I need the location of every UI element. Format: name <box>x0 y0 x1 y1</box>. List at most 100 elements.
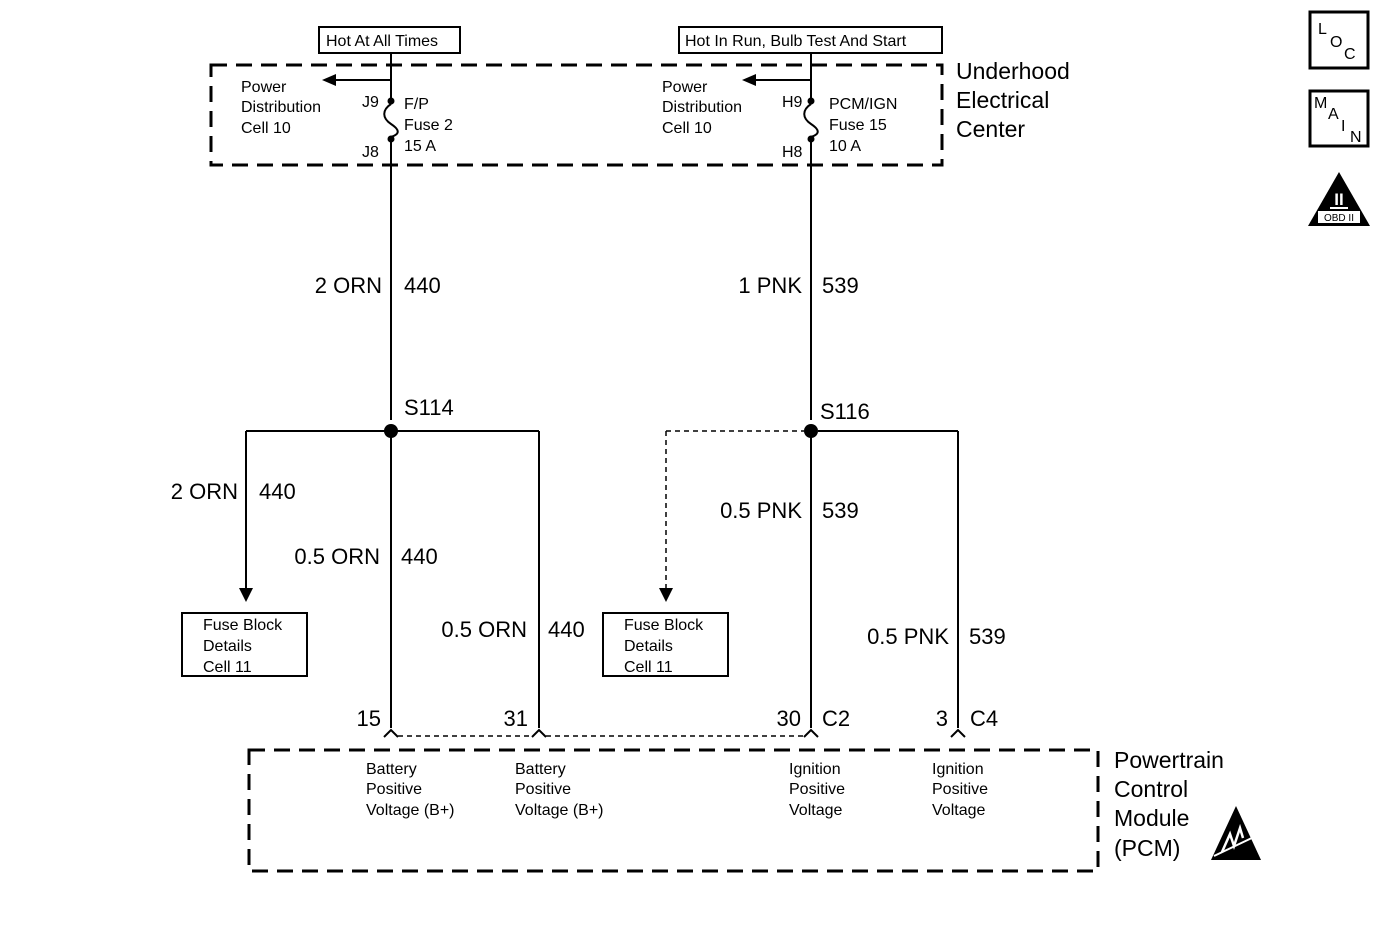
svg-text:Hot At All Times: Hot At All Times <box>326 33 438 50</box>
pcm-ign-fuse-symbol <box>803 103 819 138</box>
left-fuse-block-ref: Fuse Block Details Cell 11 <box>181 612 308 677</box>
hot-at-all-times-label: Hot At All Times <box>318 26 461 54</box>
svg-text:L: L <box>1318 21 1327 38</box>
pcm-pin-15-description: Battery Positive Voltage (B+) <box>366 761 455 819</box>
pcm-pin-31: 31 <box>504 706 528 731</box>
svg-text:Fuse Block: Fuse Block <box>624 617 704 634</box>
wire-right-center-label: 0.5 PNK <box>720 498 802 523</box>
svg-text:Powertrain: Powertrain <box>1114 747 1224 773</box>
svg-text:Positive: Positive <box>932 781 988 798</box>
svg-text:OBD II: OBD II <box>1324 213 1354 224</box>
svg-text:Hot In Run, Bulb Test And Star: Hot In Run, Bulb Test And Start <box>685 33 907 50</box>
svg-text:Control: Control <box>1114 776 1188 802</box>
pin-h8: H8 <box>782 144 803 161</box>
splice-s116-label: S116 <box>820 399 870 424</box>
svg-text:I: I <box>1341 118 1345 135</box>
pcm-box <box>247 748 1100 873</box>
obd-ii-icon: II OBD II <box>1308 172 1370 226</box>
wire-left-main-circuit: 440 <box>404 273 441 298</box>
svg-text:C: C <box>1344 46 1356 63</box>
esd-warning-icon <box>1211 806 1261 860</box>
svg-text:A: A <box>1328 106 1339 123</box>
svg-text:Distribution: Distribution <box>662 99 742 116</box>
wire-left-center-circuit: 440 <box>401 544 438 569</box>
svg-text:Power: Power <box>241 79 287 96</box>
pcm-ign-fuse-label: PCM/IGN Fuse 15 10 A <box>829 96 897 155</box>
svg-text:Voltage: Voltage <box>789 802 842 819</box>
svg-text:Details: Details <box>203 638 252 655</box>
fp-fuse-label: F/P Fuse 2 15 A <box>404 96 453 155</box>
pcm-connector-c2: C2 <box>822 706 850 731</box>
pcm-pin-3-description: Ignition Positive Voltage <box>932 761 988 819</box>
wire-left-branch-label: 2 ORN <box>171 479 238 504</box>
svg-text:15 A: 15 A <box>404 138 436 155</box>
pcm-connector-c4: C4 <box>970 706 998 731</box>
wire-left-right-circuit: 440 <box>548 617 585 642</box>
svg-text:F/P: F/P <box>404 96 429 113</box>
pcm-pin-15: 15 <box>357 706 381 731</box>
svg-text:Fuse 2: Fuse 2 <box>404 117 453 134</box>
svg-text:Voltage (B+): Voltage (B+) <box>366 802 455 819</box>
svg-text:Cell 11: Cell 11 <box>203 659 252 676</box>
right-fuse-block-arrow <box>659 588 673 602</box>
svg-text:Details: Details <box>624 638 673 655</box>
wire-left-branch-circuit: 440 <box>259 479 296 504</box>
wire-left-main-label: 2 ORN <box>315 273 382 298</box>
svg-text:(PCM): (PCM) <box>1114 835 1180 861</box>
svg-text:Cell 10: Cell 10 <box>241 120 291 137</box>
left-power-distribution-arrow <box>322 74 336 86</box>
svg-text:Electrical: Electrical <box>956 87 1049 113</box>
wire-right-right-circuit: 539 <box>969 624 1006 649</box>
svg-text:O: O <box>1330 34 1342 51</box>
svg-text:Ignition: Ignition <box>789 761 841 778</box>
pcm-title: Powertrain Control Module (PCM) <box>1114 747 1224 861</box>
pin-h9: H9 <box>782 94 803 111</box>
wire-left-right-label: 0.5 ORN <box>441 617 527 642</box>
svg-text:Distribution: Distribution <box>241 99 321 116</box>
svg-text:Battery: Battery <box>366 761 417 778</box>
wire-right-center-circuit: 539 <box>822 498 859 523</box>
fp-fuse-symbol <box>383 103 399 138</box>
svg-text:N: N <box>1350 129 1362 146</box>
svg-text:Module: Module <box>1114 805 1189 831</box>
svg-text:Fuse Block: Fuse Block <box>203 617 283 634</box>
underhood-title: Underhood Electrical Center <box>956 58 1070 142</box>
loc-badge[interactable]: L O C <box>1308 10 1370 70</box>
pin-j8: J8 <box>362 144 379 161</box>
svg-text:Voltage (B+): Voltage (B+) <box>515 802 604 819</box>
main-badge[interactable]: M A I N <box>1308 89 1370 148</box>
svg-text:Battery: Battery <box>515 761 566 778</box>
svg-text:Center: Center <box>956 116 1025 142</box>
svg-text:Power: Power <box>662 79 708 96</box>
svg-text:Positive: Positive <box>515 781 571 798</box>
svg-text:Cell 10: Cell 10 <box>662 120 712 137</box>
wire-right-main-circuit: 539 <box>822 273 859 298</box>
pin-j9: J9 <box>362 94 379 111</box>
wire-right-right-label: 0.5 PNK <box>867 624 949 649</box>
pcm-pin-31-description: Battery Positive Voltage (B+) <box>515 761 604 819</box>
svg-text:10 A: 10 A <box>829 138 861 155</box>
svg-text:Voltage: Voltage <box>932 802 985 819</box>
svg-text:Underhood: Underhood <box>956 58 1070 84</box>
pcm-pin-30-description: Ignition Positive Voltage <box>789 761 845 819</box>
right-fuse-block-ref: Fuse Block Details Cell 11 <box>602 612 729 677</box>
svg-text:Ignition: Ignition <box>932 761 984 778</box>
underhood-electrical-center-box <box>209 63 944 167</box>
left-power-distribution-ref: Power Distribution Cell 10 <box>241 79 321 137</box>
svg-text:Fuse 15: Fuse 15 <box>829 117 887 134</box>
hot-in-run-label: Hot In Run, Bulb Test And Start <box>678 26 943 54</box>
right-power-distribution-arrow <box>742 74 756 86</box>
svg-text:II: II <box>1334 190 1343 209</box>
wire-left-center-label: 0.5 ORN <box>294 544 380 569</box>
pcm-pin-3: 3 <box>936 706 948 731</box>
right-power-distribution-ref: Power Distribution Cell 10 <box>662 79 742 137</box>
pcm-pin-30: 30 <box>777 706 801 731</box>
svg-text:Positive: Positive <box>366 781 422 798</box>
wire-right-main-label: 1 PNK <box>738 273 802 298</box>
svg-text:Positive: Positive <box>789 781 845 798</box>
left-fuse-block-arrow <box>239 588 253 602</box>
svg-text:PCM/IGN: PCM/IGN <box>829 96 897 113</box>
splice-s114-label: S114 <box>404 395 454 420</box>
svg-text:Cell 11: Cell 11 <box>624 659 673 676</box>
